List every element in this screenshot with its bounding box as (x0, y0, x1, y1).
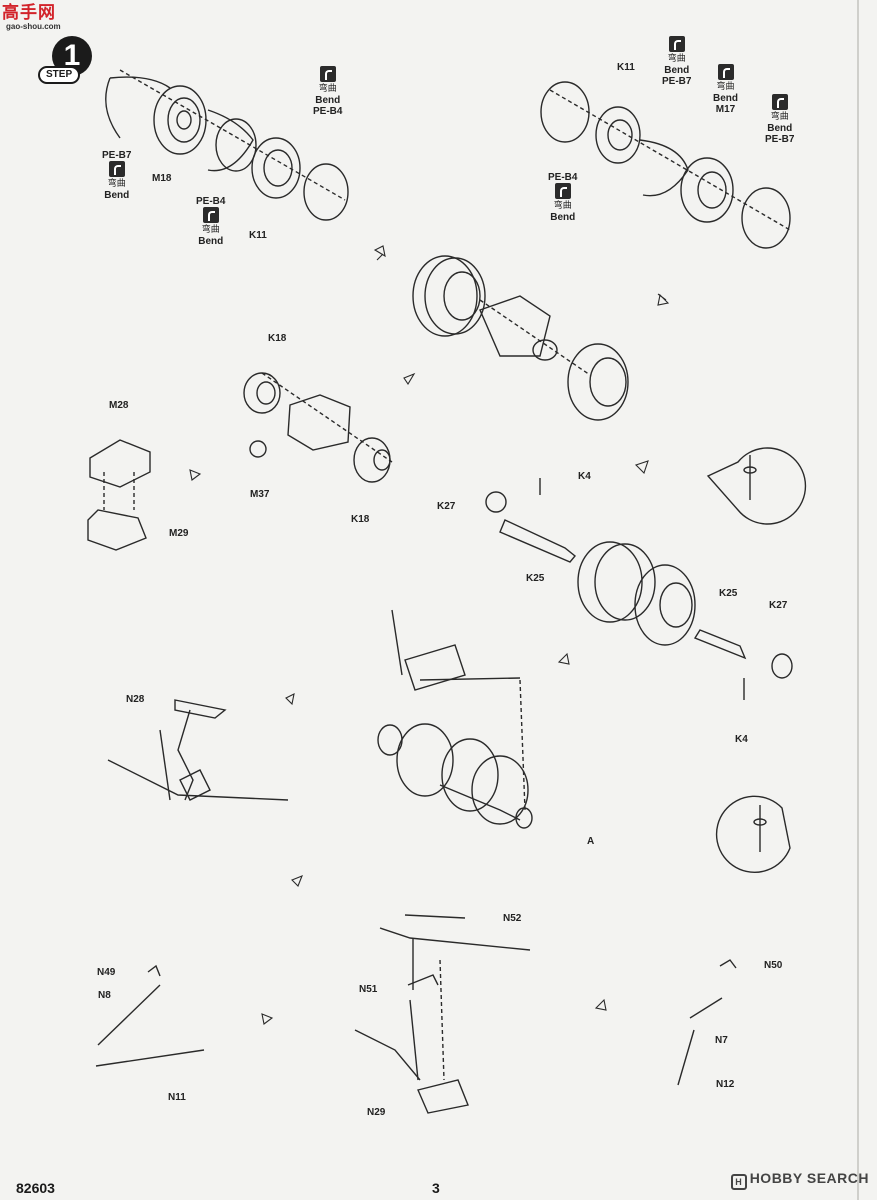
linkage-n28 (107, 699, 289, 801)
label-m28: M28 (109, 400, 129, 411)
label-k25-left: K25 (526, 573, 545, 584)
label-m18: M18 (152, 173, 172, 184)
label-n52: N52 (503, 913, 522, 924)
label-k4-top: K4 (578, 471, 591, 482)
label-pe-b7-right: 弯曲 Bend PE-B7 (765, 94, 794, 145)
label-k27-left: K27 (437, 501, 456, 512)
label-m17: 弯曲 Bend M17 (713, 64, 738, 115)
callout-pin-bottom (715, 795, 791, 873)
sequence-arrows (189, 245, 670, 1025)
product-code: 82603 (16, 1180, 55, 1196)
bracket-m28-m29 (87, 439, 151, 551)
page-number: 3 (432, 1180, 440, 1196)
watermark-logo-icon: H (730, 1174, 747, 1190)
label-a: A (587, 836, 595, 847)
bend-icon (319, 66, 336, 82)
label-n11: N11 (168, 1092, 186, 1103)
label-k11-left: K11 (249, 230, 267, 241)
label-k27-right: K27 (769, 600, 788, 611)
bend-icon (108, 161, 125, 177)
bend-icon (668, 36, 685, 52)
label-n12: N12 (716, 1079, 735, 1090)
bend-icon (771, 94, 788, 110)
site-logo: 高手网 (2, 3, 56, 22)
label-m37: M37 (250, 489, 270, 500)
axle-assembly-top (412, 255, 629, 421)
label-k18-bottom: K18 (351, 514, 370, 525)
wheel-explode-right (540, 81, 791, 249)
label-pe-b7-mid: 弯曲 Bend PE-B7 (662, 36, 691, 87)
bend-icon (202, 207, 219, 223)
label-pe-b4-top: 弯曲 Bend PE-B4 (313, 66, 342, 117)
axle-assembly-lower (377, 609, 533, 829)
label-pe-b7-left: PE-B7 弯曲 Bend (102, 150, 132, 201)
label-k18-top: K18 (268, 333, 287, 344)
axle-assembly-middle (485, 478, 793, 700)
label-k25-right: K25 (719, 588, 738, 599)
label-pe-b4-right: PE-B4 弯曲 Bend (548, 172, 578, 223)
label-m29: M29 (169, 528, 189, 539)
site-logo-url: gao-shou.com (6, 22, 61, 31)
step-label: STEP (38, 66, 81, 84)
label-k11-right: K11 (617, 62, 635, 73)
step-badge: 1 STEP (36, 36, 94, 92)
label-n50: N50 (764, 960, 783, 971)
callout-pin-top (706, 447, 807, 525)
hub-assembly (243, 372, 393, 483)
rods-n7-n12 (677, 959, 737, 1086)
label-n49: N49 (97, 967, 116, 978)
linkage-n52 (354, 914, 531, 1114)
bend-icon (554, 183, 571, 199)
label-n8: N8 (98, 990, 111, 1001)
label-n7: N7 (715, 1035, 728, 1046)
label-n51: N51 (359, 984, 378, 995)
label-n29: N29 (367, 1107, 386, 1118)
wheel-explode-left (105, 69, 349, 221)
label-n28: N28 (126, 694, 145, 705)
label-pe-b4-left: PE-B4 弯曲 Bend (196, 196, 226, 247)
label-k4-bottom: K4 (735, 734, 748, 745)
bend-icon (717, 64, 734, 80)
rods-n8-n11 (95, 964, 205, 1067)
